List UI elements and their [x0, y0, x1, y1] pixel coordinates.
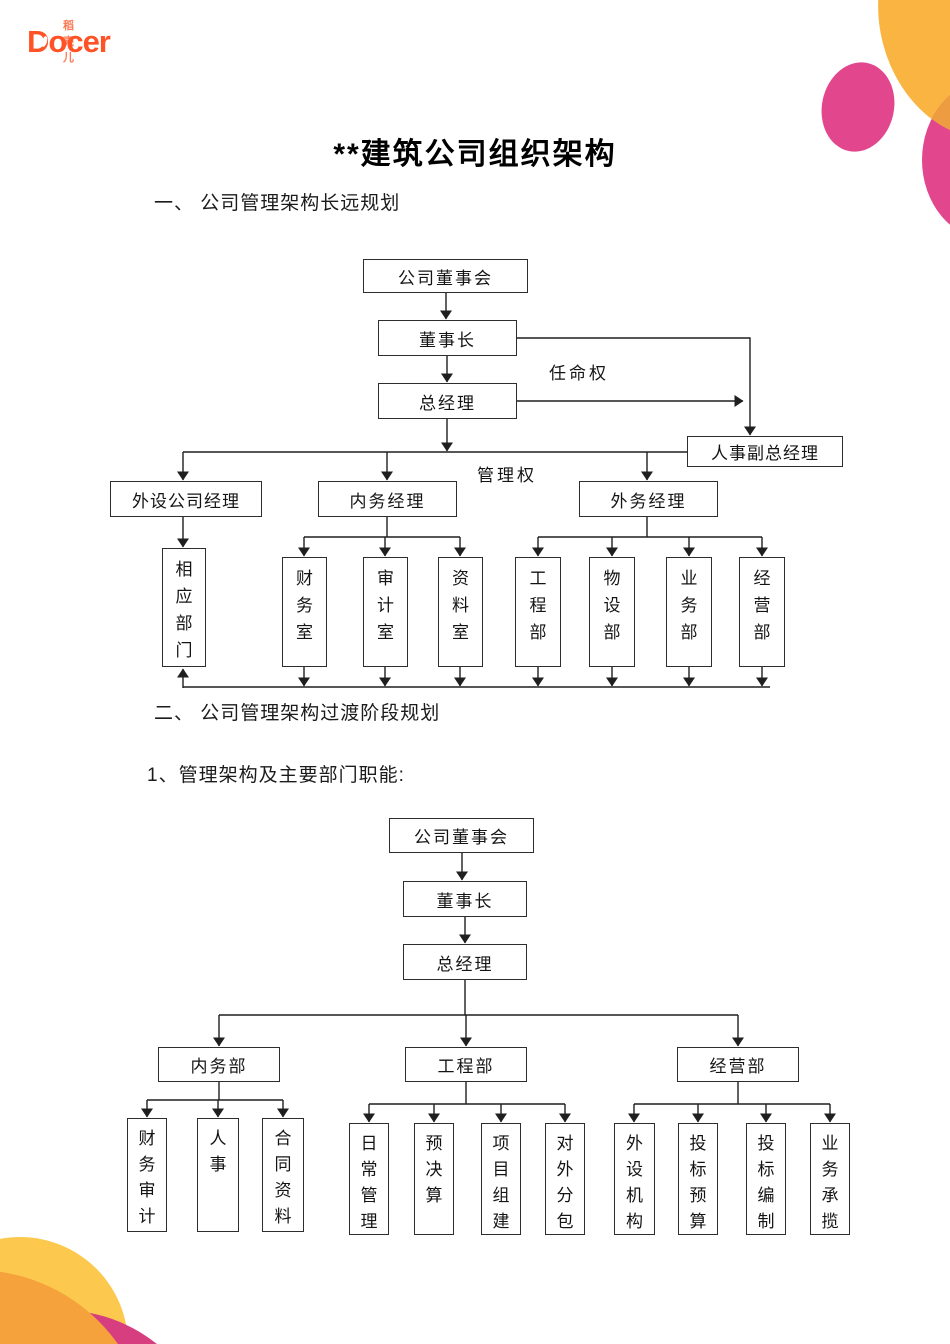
node2-daily-management: 日 常 管 理 [349, 1123, 389, 1235]
node-chairman: 董事长 [378, 320, 517, 356]
node-finance-office: 财 务 室 [282, 557, 327, 667]
node2-budget-settlement: 预 决 算 [414, 1123, 454, 1235]
page-title: **建筑公司组织架构 [333, 138, 617, 171]
node2-business-solicitation: 业 务 承 揽 [810, 1123, 850, 1235]
section-1-heading: 一、 公司管理架构长远规划 [154, 193, 401, 214]
node2-board-of-directors: 公司董事会 [389, 818, 534, 853]
decor-blob-bottom-left [0, 1237, 157, 1344]
section-2-item-heading: 1、管理架构及主要部门职能: [147, 765, 405, 786]
node-related-departments: 相 应 部 门 [162, 548, 206, 667]
node2-engineering-dept: 工程部 [405, 1047, 527, 1082]
node2-bid-budget: 投 标 预 算 [678, 1123, 718, 1235]
chart2-connectors [141, 853, 836, 1123]
node2-general-manager: 总经理 [403, 944, 527, 980]
node-operations-dept: 经 营 部 [739, 557, 785, 667]
chart1-connectors [177, 293, 770, 688]
node-external-company-manager: 外设公司经理 [110, 481, 262, 517]
decor-blob-top-right [821, 0, 950, 225]
node-internal-affairs-manager: 内务经理 [318, 481, 457, 517]
node-business-dept: 业 务 部 [666, 557, 712, 667]
logo-cn-text: 稻壳儿 [63, 20, 76, 64]
node-hr-deputy-gm: 人事副总经理 [687, 436, 843, 467]
leaf-icon [35, 34, 49, 48]
appointment-right-label: 任命权 [549, 364, 609, 383]
node-external-affairs-manager: 外务经理 [579, 481, 718, 517]
node2-hr: 人 事 [197, 1118, 239, 1232]
section-2-heading: 二、 公司管理架构过渡阶段规划 [154, 703, 441, 724]
node-materials-equipment-dept: 物 设 部 [589, 557, 635, 667]
node2-bid-preparation: 投 标 编 制 [746, 1123, 786, 1235]
node2-external-subcontract: 对 外 分 包 [545, 1123, 585, 1235]
management-right-label: 管理权 [477, 466, 537, 485]
node2-finance-audit: 财 务 审 计 [127, 1118, 167, 1232]
node2-internal-affairs-dept: 内务部 [158, 1047, 280, 1082]
node2-project-setup: 项 目 组 建 [481, 1123, 521, 1235]
node-archive-office: 资 料 室 [438, 557, 483, 667]
node2-contract-archive: 合 同 资 料 [262, 1118, 304, 1232]
node-general-manager: 总经理 [378, 383, 517, 419]
node-audit-office: 审 计 室 [363, 557, 408, 667]
node-board-of-directors: 公司董事会 [363, 259, 528, 293]
node2-chairman: 董事长 [403, 881, 527, 917]
node2-operations-dept: 经营部 [677, 1047, 799, 1082]
node2-external-organization: 外 设 机 构 [614, 1123, 655, 1235]
node-engineering-dept: 工 程 部 [515, 557, 561, 667]
